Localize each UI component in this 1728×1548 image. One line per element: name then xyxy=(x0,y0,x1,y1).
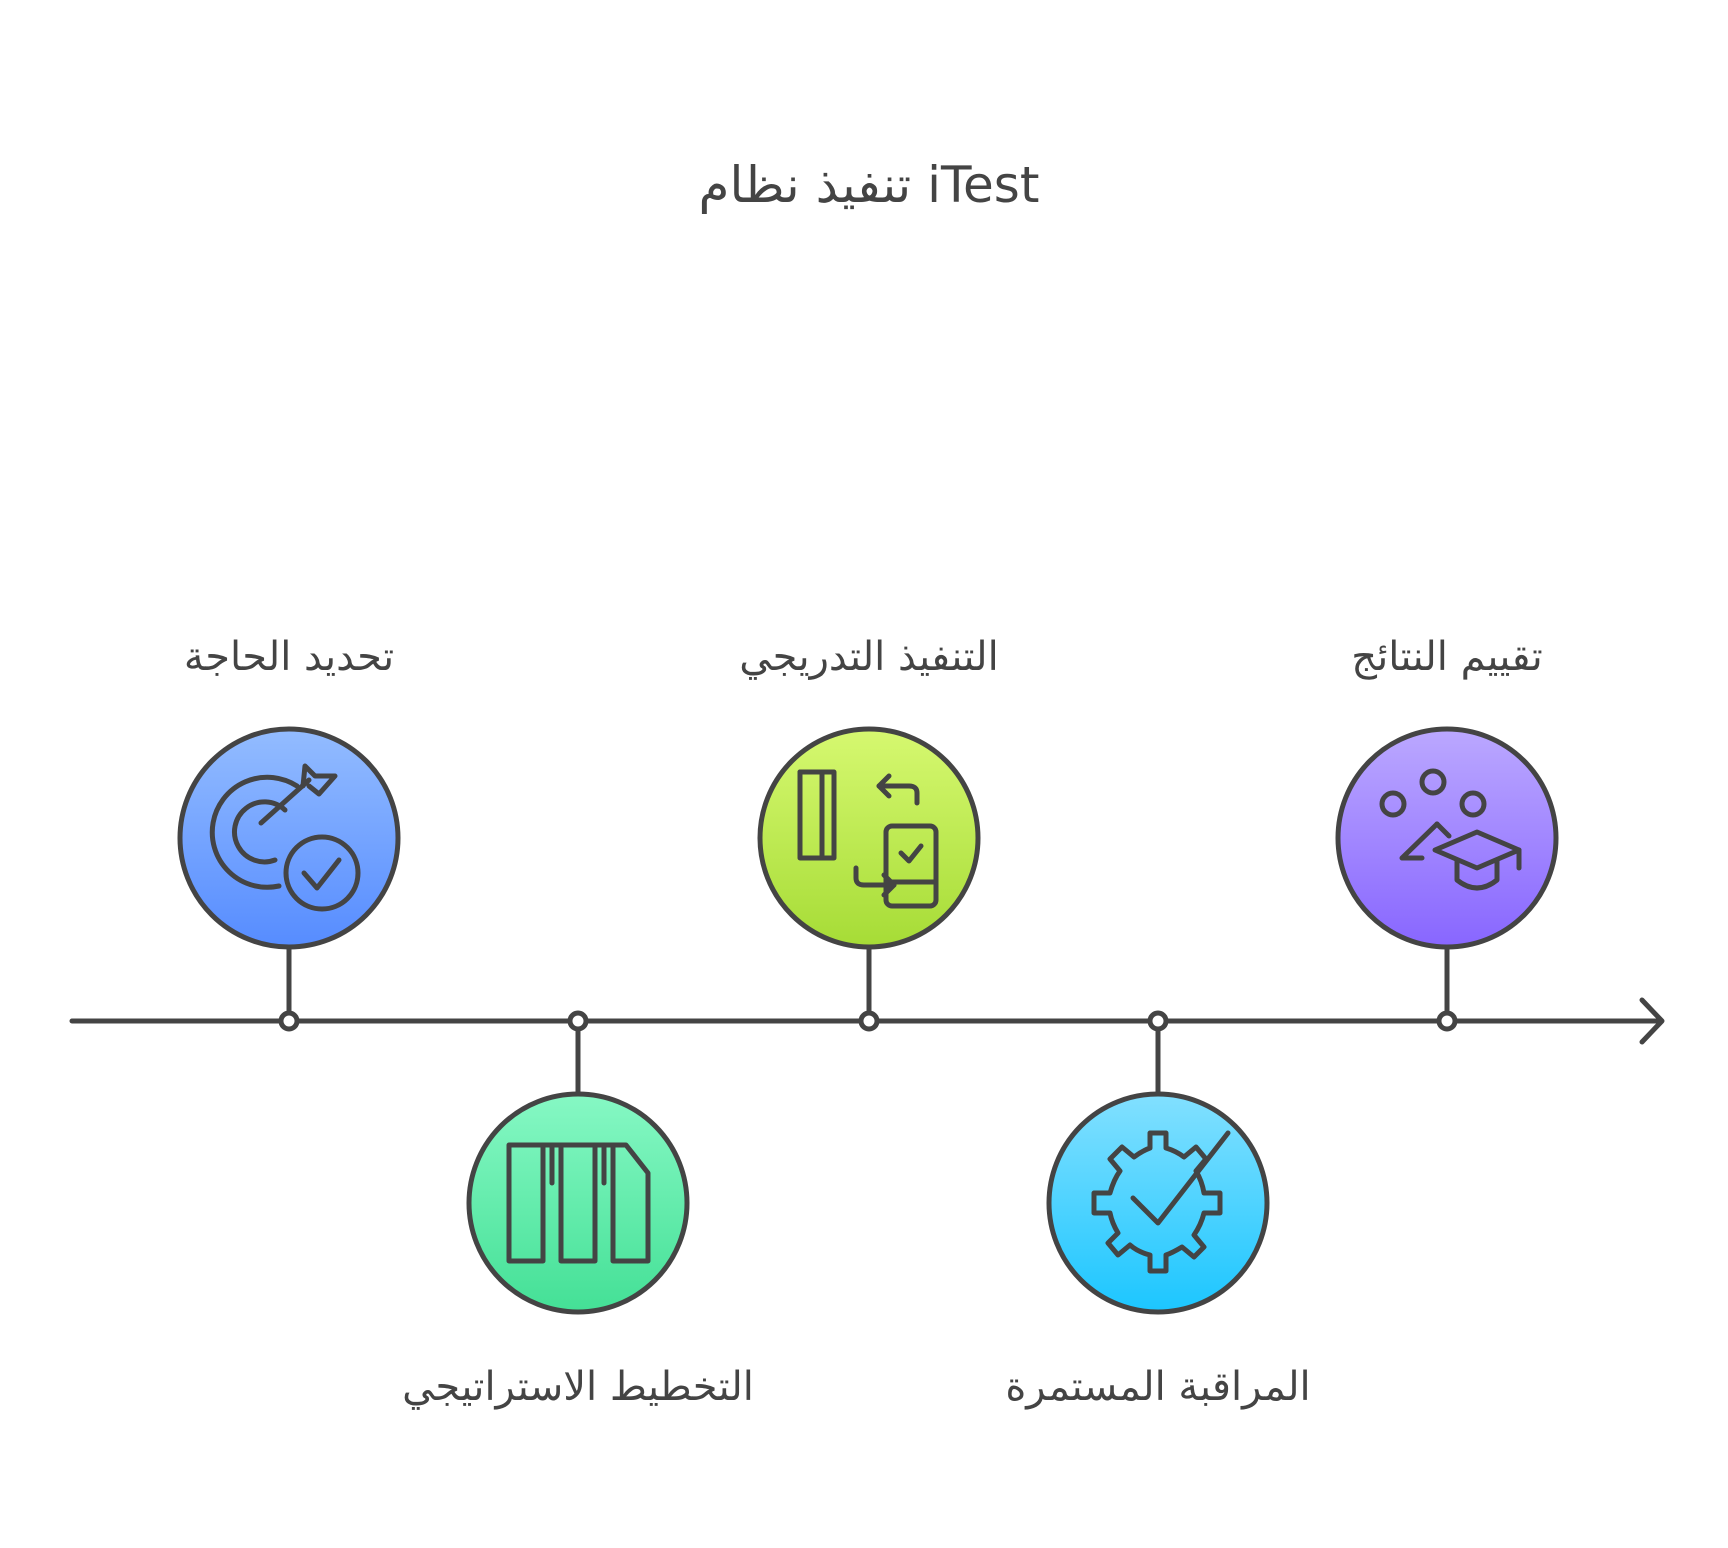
diagram-title: تنفيذ نظام iTest xyxy=(699,156,1040,214)
step-label: المراقبة المستمرة xyxy=(1005,1364,1310,1410)
step-circle xyxy=(177,726,401,950)
step-label: تحديد الحاجة xyxy=(184,634,394,680)
timeline-step: تقييم النتائج xyxy=(1335,634,1559,1032)
graduation-network-icon xyxy=(1379,768,1522,891)
step-circle xyxy=(757,726,981,950)
timeline-step: تحديد الحاجة xyxy=(177,634,401,1032)
target-check-icon xyxy=(209,763,361,912)
door-phone-transfer-icon xyxy=(797,769,939,909)
timeline-step: المراقبة المستمرة xyxy=(1005,1010,1311,1410)
timeline-node xyxy=(858,1010,880,1032)
step-label: التخطيط الاستراتيجي xyxy=(402,1364,754,1410)
step-circle xyxy=(1046,1091,1270,1315)
timeline-step: التنفيذ التدريجي xyxy=(739,634,999,1032)
timeline-node xyxy=(278,1010,300,1032)
timeline-node xyxy=(1147,1010,1169,1032)
timeline-step: التخطيط الاستراتيجي xyxy=(402,1010,754,1410)
timeline-node xyxy=(567,1010,589,1032)
step-circle xyxy=(1335,726,1559,950)
gear-check-icon xyxy=(1091,1130,1231,1274)
step-label: التنفيذ التدريجي xyxy=(739,634,998,680)
columns-document-icon xyxy=(506,1142,651,1264)
timeline-arrowhead-icon xyxy=(1639,997,1665,1045)
step-label: تقييم النتائج xyxy=(1351,634,1542,680)
timeline-node xyxy=(1436,1010,1458,1032)
step-circle xyxy=(466,1091,690,1315)
